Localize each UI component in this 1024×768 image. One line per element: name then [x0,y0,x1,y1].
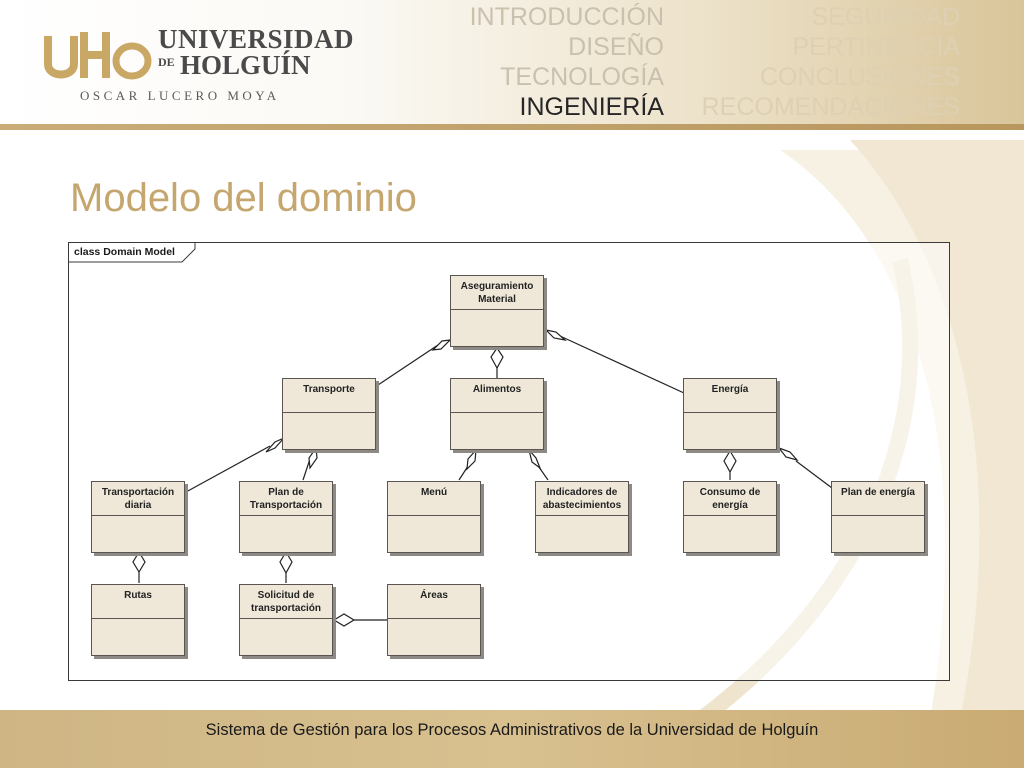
header-banner [0,0,1024,124]
nav-item-diseno[interactable]: DISEÑO [568,33,664,61]
page-title: Modelo del dominio [70,176,417,220]
university-logo-icon [44,32,152,80]
class-name: Alimentos [451,379,543,413]
class-transporte[interactable]: Transporte [282,378,376,450]
header-divider [0,124,1024,130]
class-name: Menú [388,482,480,516]
class-name: Energía [684,379,776,413]
logo-holguin-text: HOLGUÍN [180,50,311,80]
class-menu[interactable]: Menú [387,481,481,553]
footer-text: Sistema de Gestión para los Procesos Adm… [205,721,819,739]
footer-bar [0,710,1024,768]
class-plan-de-energia[interactable]: Plan de energía [831,481,925,553]
logo-university-text: UNIVERSIDAD [158,24,355,54]
class-alimentos[interactable]: Alimentos [450,378,544,450]
class-name: Plan de energía [832,482,924,516]
nav-item-introduccion[interactable]: INTRODUCCIÓN [469,3,664,31]
nav-item-ingenieria[interactable]: INGENIERÍA [519,93,664,121]
class-energia[interactable]: Energía [683,378,777,450]
diagram-frame-label: class Domain Model [74,246,175,258]
logo-subtitle: OSCAR LUCERO MOYA [80,88,280,103]
nav-item-tecnologia[interactable]: TECNOLOGÍA [500,63,664,91]
nav-item-conclusiones[interactable]: CONCLUSIONES [759,63,960,91]
class-name: Transporte [283,379,375,413]
nav-item-recomendaciones[interactable]: RECOMENDACIONES [701,93,960,121]
class-name: Rutas [92,585,184,619]
class-areas[interactable]: Áreas [387,584,481,656]
nav-menu-left: INTRODUCCIÓN DISEÑO TECNOLOGÍA INGENIERÍ… [470,2,664,122]
logo-de-text: DE [158,55,175,69]
nav-item-pertinencia[interactable]: PERTINENCIA [792,33,960,61]
class-name: Áreas [388,585,480,619]
nav-menu-right: SEGURIDAD PERTINENCIA CONCLUSIONES RECOM… [702,2,960,122]
nav-item-seguridad[interactable]: SEGURIDAD [811,3,960,31]
class-rutas[interactable]: Rutas [91,584,185,656]
